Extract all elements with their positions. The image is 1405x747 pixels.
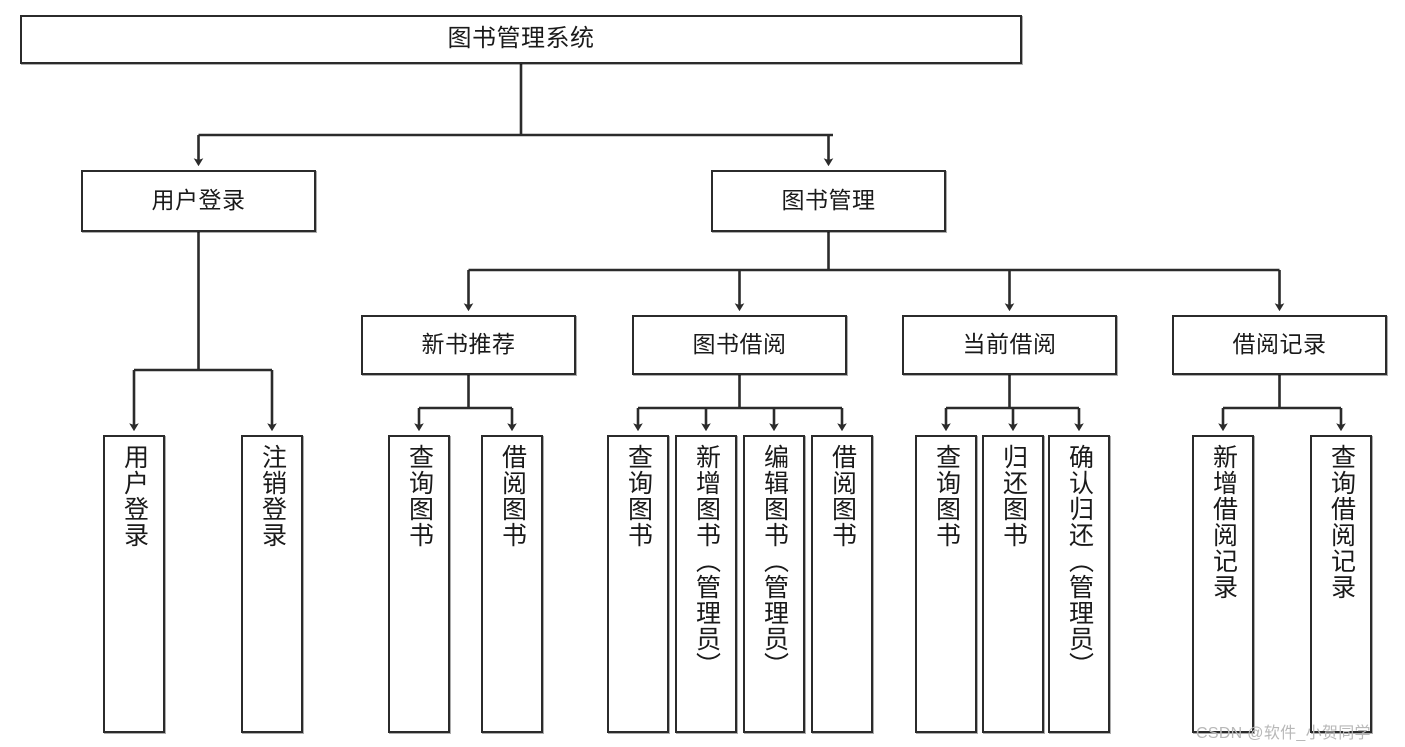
node-label: 用户登录 <box>120 444 149 548</box>
node-leaf-add-borrow-record[interactable]: 新增借阅记录 <box>1192 435 1254 733</box>
node-label: 查询借阅记录 <box>1327 444 1356 600</box>
node-leaf-query-borrow-record[interactable]: 查询借阅记录 <box>1310 435 1372 733</box>
node-label: 新增借阅记录 <box>1209 444 1238 600</box>
node-label: 图书管理系统 <box>447 25 595 53</box>
node-label: 借阅图书 <box>828 444 857 548</box>
node-root-system[interactable]: 图书管理系统 <box>20 15 1022 64</box>
node-label: 确认归还（管理员） <box>1065 444 1094 678</box>
node-leaf-confirm-return[interactable]: 确认归还（管理员） <box>1048 435 1110 733</box>
node-label: 归还图书 <box>999 444 1028 548</box>
node-label: 借阅记录 <box>1232 331 1327 358</box>
node-leaf-borrow-book[interactable]: 借阅图书 <box>811 435 873 733</box>
node-label: 编辑图书（管理员） <box>760 444 789 678</box>
node-label: 查询图书 <box>624 444 653 548</box>
node-label: 借阅图书 <box>498 444 527 548</box>
node-leaf-user-login[interactable]: 用户登录 <box>103 435 165 733</box>
node-leaf-query-book-rec[interactable]: 查询图书 <box>388 435 450 733</box>
node-label: 图书借阅 <box>692 331 787 358</box>
csdn-watermark: CSDN @软件_小贺同学 <box>1196 725 1371 742</box>
node-book-manage[interactable]: 图书管理 <box>711 170 946 232</box>
node-label: 新书推荐 <box>421 331 516 358</box>
node-leaf-return-book[interactable]: 归还图书 <box>982 435 1044 733</box>
node-leaf-query-book-current[interactable]: 查询图书 <box>915 435 977 733</box>
node-user-login[interactable]: 用户登录 <box>81 170 316 232</box>
node-label: 查询图书 <box>932 444 961 548</box>
node-label: 查询图书 <box>405 444 434 548</box>
node-leaf-add-book[interactable]: 新增图书（管理员） <box>675 435 737 733</box>
node-current-borrow[interactable]: 当前借阅 <box>902 315 1117 375</box>
node-leaf-edit-book[interactable]: 编辑图书（管理员） <box>743 435 805 733</box>
node-leaf-borrow-book-rec[interactable]: 借阅图书 <box>481 435 543 733</box>
node-label: 注销登录 <box>258 444 287 548</box>
node-borrow-record[interactable]: 借阅记录 <box>1172 315 1387 375</box>
node-label: 用户登录 <box>151 187 246 214</box>
node-label: 图书管理 <box>781 187 876 214</box>
node-leaf-logout[interactable]: 注销登录 <box>241 435 303 733</box>
node-label: 新增图书（管理员） <box>692 444 721 678</box>
node-label: 当前借阅 <box>962 331 1057 358</box>
node-new-book-recommend[interactable]: 新书推荐 <box>361 315 576 375</box>
node-book-borrow[interactable]: 图书借阅 <box>632 315 847 375</box>
node-leaf-query-book-borrow[interactable]: 查询图书 <box>607 435 669 733</box>
